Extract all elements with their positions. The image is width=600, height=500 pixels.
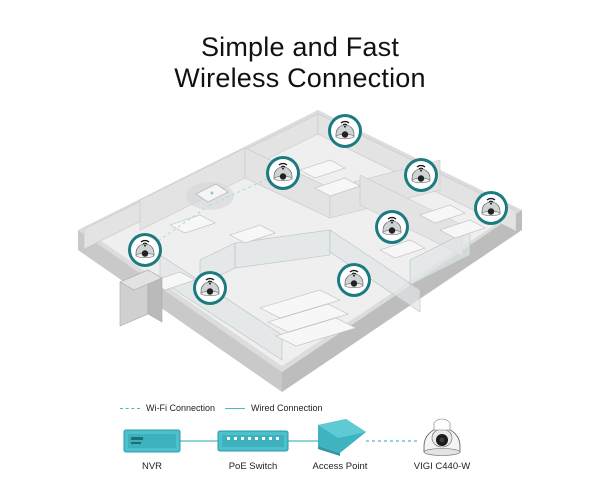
- camera-badge: [374, 209, 410, 245]
- access-point-icon: [318, 419, 366, 456]
- page-title: Simple and Fast Wireless Connection: [0, 32, 600, 94]
- nvr-icon: [123, 429, 181, 453]
- nvr-label: NVR: [141, 461, 163, 472]
- legend-wifi-label: Wi-Fi Connection: [146, 403, 216, 413]
- poe-switch-label: PoE Switch: [228, 461, 278, 472]
- server-cabinet: [119, 269, 163, 327]
- title-line-2: Wireless Connection: [174, 63, 426, 93]
- camera-badge: [327, 113, 363, 149]
- scene-access-point: [186, 182, 234, 210]
- legend-wifi: Wi-Fi Connection: [120, 403, 215, 413]
- legend-wired: Wired Connection: [225, 403, 323, 413]
- camera-icon: [423, 418, 461, 456]
- camera-badge: [403, 157, 439, 193]
- camera-label: VIGI C440-W: [413, 461, 471, 472]
- title-line-1: Simple and Fast: [200, 32, 400, 62]
- furniture: [149, 159, 486, 347]
- switch-icon: [217, 430, 289, 452]
- solid-line-icon: [225, 407, 245, 409]
- camera-badge: [265, 155, 301, 191]
- access-point-label: Access Point: [312, 461, 368, 472]
- camera-badge: [473, 190, 509, 226]
- camera-badge: [127, 232, 163, 268]
- camera-badge: [336, 262, 372, 298]
- legend-wired-label: Wired Connection: [251, 403, 323, 413]
- dashed-line-icon: [120, 407, 140, 409]
- camera-badge: [192, 270, 228, 306]
